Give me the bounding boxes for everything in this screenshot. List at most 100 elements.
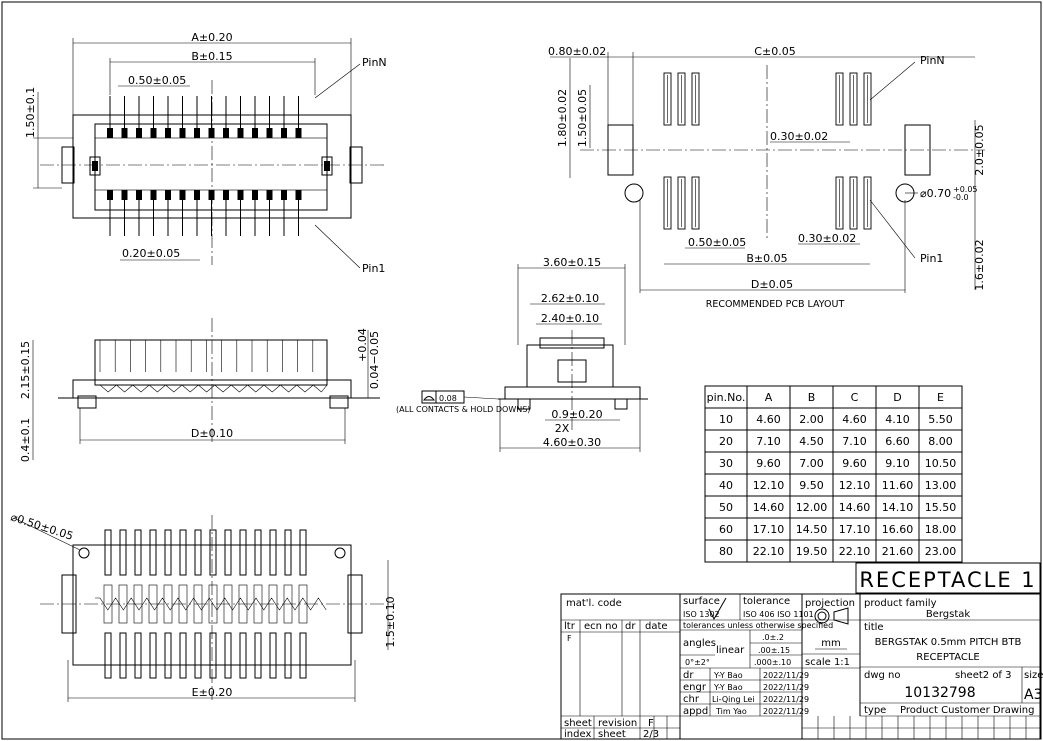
- bottom-contact-lower: [149, 632, 157, 679]
- side-dim-04: 0.4±0.1: [19, 418, 32, 462]
- top-contact-lower: [237, 190, 244, 200]
- dim-b-label: B±0.15: [191, 50, 232, 63]
- pcb-hole-tol-upper: +0.05: [953, 185, 978, 194]
- top-contact-lower: [121, 190, 128, 200]
- pin-table-cell: 12.00: [796, 501, 828, 514]
- pin-table-header: D: [893, 391, 901, 404]
- top-contact-upper: [252, 128, 258, 138]
- tb-type-value: Product Customer Drawing: [900, 705, 1034, 716]
- pin-table-cell: 4.60: [756, 413, 781, 426]
- bottom-contact-lower: [284, 632, 292, 679]
- top-contact-upper: [223, 128, 229, 138]
- bottom-contact-upper: [179, 529, 187, 576]
- pcb-dim-030-top: 0.30±0.02: [770, 130, 828, 143]
- pin-table-cell: 9.60: [756, 457, 781, 470]
- part-name: RECEPTACLE 1: [859, 568, 1036, 592]
- tb-sheet-label2: sheet: [598, 729, 626, 740]
- tb-dwg-no-label: dwg no: [864, 670, 901, 681]
- flatness-note: (ALL CONTACTS & HOLD DOWNS): [396, 405, 530, 414]
- top-contact-upper: [281, 128, 287, 138]
- pin-table-header: E: [937, 391, 944, 404]
- top-contact-upper: [179, 128, 186, 138]
- pin-table-cell: 30: [719, 457, 733, 470]
- tb-projection: projection: [805, 598, 855, 609]
- flatness-leader: [463, 396, 499, 400]
- tb-name-1: Y-Y Bao: [713, 683, 743, 692]
- top-contact-upper: [237, 128, 244, 138]
- bottom-contact-lower: [164, 632, 172, 679]
- pin-table-cell: 22.10: [753, 545, 785, 558]
- pin-table-cell: 60: [719, 523, 733, 536]
- tb-tol-note: tolerances unless otherwise specified: [683, 621, 833, 630]
- side-view-housing: [94, 339, 328, 386]
- tb-name-0: Y-Y Bao: [713, 671, 743, 680]
- bottom-contact-lower: [104, 632, 112, 679]
- end-view-base: [504, 386, 641, 400]
- tb-sheet-of: sheet2 of 3: [955, 670, 1012, 681]
- pin-table-cell: 14.60: [839, 501, 871, 514]
- side-dim-215: 2.15±0.15: [19, 341, 32, 399]
- pin-1-label: Pin1: [362, 262, 385, 275]
- side-view-foot-left: [77, 395, 97, 409]
- end-dim-09: 0.9±0.20: [551, 408, 602, 421]
- tb-lin-tol-3: .000±.10: [754, 658, 791, 667]
- top-contact-upper: [208, 128, 215, 138]
- tb-title-label: title: [864, 622, 884, 633]
- top-contact-lower: [107, 190, 113, 200]
- top-contact-upper: [165, 128, 171, 138]
- pin-table-cell: 9.50: [799, 479, 824, 492]
- tb-date-2: 2022/11/29: [763, 695, 809, 704]
- bottom-contact-upper: [254, 529, 262, 576]
- top-contact-lower: [223, 190, 229, 200]
- tb-title-line2: RECEPTACLE: [916, 652, 979, 663]
- top-contact-lower: [208, 190, 215, 200]
- bottom-contact-upper: [119, 529, 127, 576]
- tb-product-family-label: product family: [864, 598, 937, 609]
- pcb-dim-d: D±0.05: [751, 278, 793, 291]
- tb-matl-code: mat'l. code: [566, 598, 622, 609]
- leader-pin-1: [314, 224, 361, 269]
- end-dim-262: 2.62±0.10: [541, 292, 599, 305]
- dim-pitch-label: 0.50±0.05: [128, 74, 186, 87]
- tb-rev-ltr-h: ltr: [564, 621, 576, 632]
- pcb-dim-c: C±0.05: [754, 45, 795, 58]
- pin-table-cell: 4.50: [799, 435, 824, 448]
- tb-rev-ecn-h: ecn no: [584, 621, 618, 632]
- end-view-upper-body: [526, 344, 614, 388]
- pcb-hole-tol-lower: -0.0: [953, 193, 969, 202]
- left-post: [89, 156, 101, 176]
- surface-check-icon: [708, 597, 727, 621]
- top-contact-lower: [252, 190, 258, 200]
- pcb-dim-080: 0.80±0.02: [548, 45, 606, 58]
- tb-surface: surface: [683, 596, 720, 607]
- bottom-hole-right: [334, 547, 346, 559]
- pin-table-cell: 8.00: [928, 435, 953, 448]
- bottom-contact-lower: [269, 632, 277, 679]
- bottom-contact-lower: [209, 632, 217, 679]
- bottom-hole-left: [78, 547, 90, 559]
- tb-rev-date-h: date: [645, 621, 668, 632]
- pin-table-cell: 18.00: [925, 523, 957, 536]
- top-view: A±0.20 B±0.15 0.50±0.05 1.50±0.1 0.20±0.…: [24, 31, 387, 275]
- end-view: 0.08 (ALL CONTACTS & HOLD DOWNS) 3.60±0.…: [396, 256, 648, 452]
- bottom-contact-upper: [269, 529, 277, 576]
- pcb-pads: [663, 72, 872, 230]
- tb-name-3: Tim Yao: [715, 707, 747, 716]
- bottom-contact-upper: [299, 529, 307, 576]
- pin-table-cell: 5.50: [928, 413, 953, 426]
- pin-table-cell: 2.00: [799, 413, 824, 426]
- tb-role-3: appd: [683, 706, 708, 717]
- pin-table-cell: 11.60: [882, 479, 914, 492]
- pin-table-cell: 17.10: [753, 523, 785, 536]
- top-contact-lower: [266, 190, 273, 200]
- tb-angle-tol: 0°±2°: [685, 658, 710, 667]
- bottom-contact-upper: [104, 529, 112, 576]
- flatness-value: 0.08: [439, 394, 457, 403]
- bottom-contact-upper: [149, 529, 157, 576]
- pin-table-cell: 20: [719, 435, 733, 448]
- pin-table-cell: 16.60: [882, 523, 914, 536]
- tb-tolerance: tolerance: [743, 596, 790, 607]
- tb-role-0: dr: [683, 670, 694, 681]
